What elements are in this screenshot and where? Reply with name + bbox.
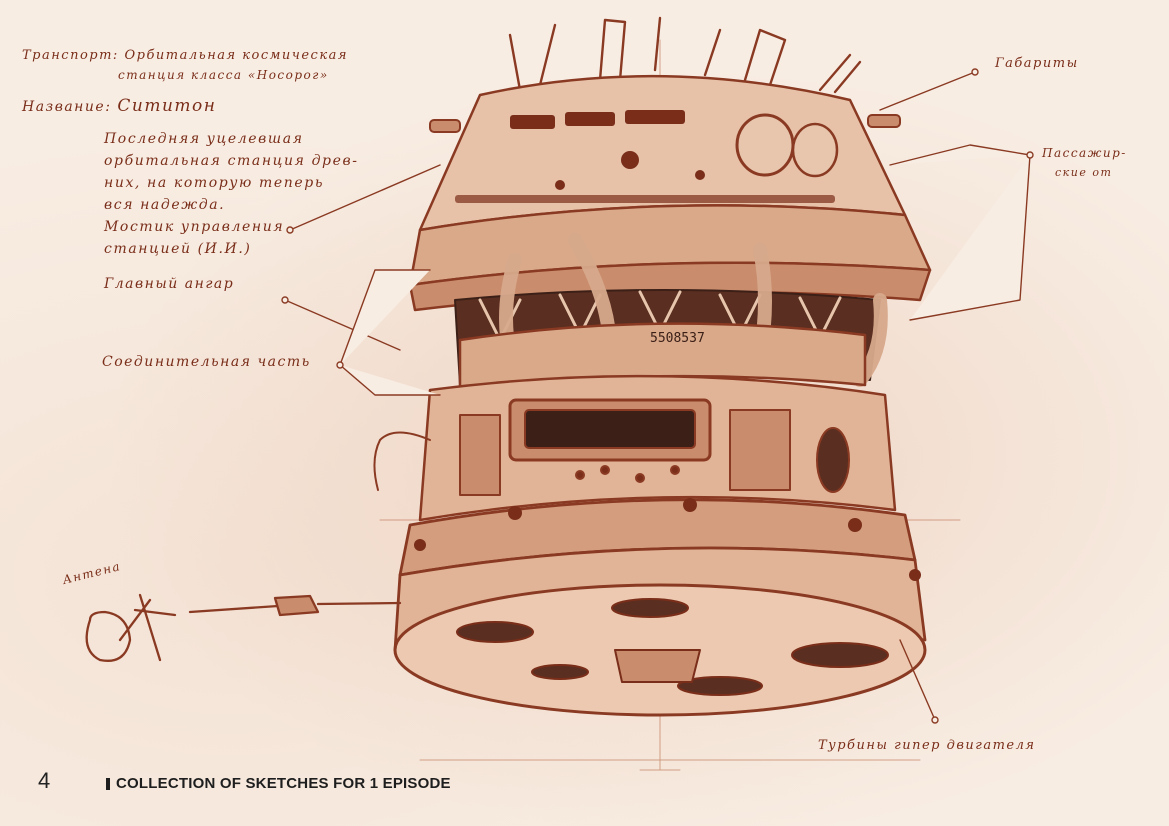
- upper-hatch: [735, 113, 795, 177]
- note-line: Мостик управления: [104, 219, 285, 235]
- middle-body-details: [459, 398, 850, 496]
- note-line: орбитальная станция древ-: [104, 153, 359, 169]
- name-value: Сититон: [117, 96, 217, 116]
- callout-dimensions: Габариты: [995, 56, 1079, 71]
- callout-passenger: Пассажир-: [1042, 146, 1127, 160]
- antenna: [85, 593, 402, 662]
- transport-value: Орбитальная космическая: [124, 48, 348, 63]
- description-notes: Последняя уцелевшая орбитальная станция …: [104, 128, 404, 260]
- callout-passenger-line2: ские от: [1055, 166, 1113, 179]
- lower-ring-bolts: [414, 498, 921, 581]
- title-bar-mark: [106, 777, 110, 790]
- note-line: станцией (И.И.): [104, 241, 252, 257]
- note-line: вся надежда.: [104, 197, 226, 213]
- top-antennas: [508, 16, 862, 94]
- page-number: 4: [38, 768, 51, 793]
- note-line: них, на которую теперь: [104, 175, 325, 191]
- name-label: Название:: [22, 99, 112, 115]
- upper-ring-details: [455, 110, 835, 203]
- callout-turbines: Турбины гипер двигателя: [818, 738, 1036, 753]
- callout-hangar: Главный ангар: [104, 276, 235, 292]
- serial-number: 5508537: [650, 331, 705, 346]
- collection-title: COLLECTION OF SKETCHES FOR 1 EPISODE: [106, 775, 451, 792]
- upper-ring: [408, 74, 932, 312]
- upper-side-mounts: [429, 114, 901, 133]
- leader-lines: [281, 68, 1034, 724]
- note-line: Последняя уцелевшая: [104, 131, 304, 147]
- callout-connector: Соединительная часть: [102, 354, 311, 370]
- transport-label: Транспорт:: [22, 48, 119, 63]
- collection-title-text: COLLECTION OF SKETCHES FOR 1 EPISODE: [116, 775, 451, 792]
- side-cable: [373, 431, 431, 491]
- transport-value-line2: станция класса «Носорог»: [118, 68, 329, 82]
- turbine-vents: [456, 598, 889, 696]
